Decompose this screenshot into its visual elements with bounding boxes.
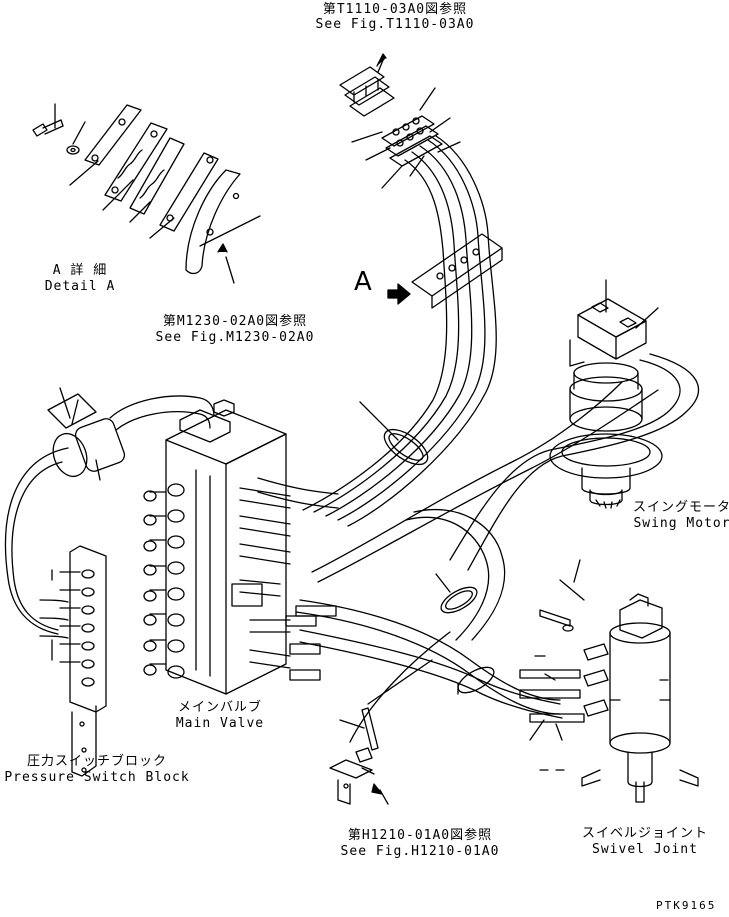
swivel-joint-en: Swivel Joint (592, 842, 698, 857)
upper-hose-bundle (302, 135, 497, 527)
top-ref-en: See Fig.T1110-03A0 (315, 17, 475, 32)
view-a-marker: A (354, 267, 372, 297)
mid-ref-jp: 第M1230-02A0図参照 (162, 314, 308, 329)
bottom-ref-jp: 第H1210-01A0図参照 (347, 828, 493, 843)
swivel-joint-drawing (519, 559, 699, 803)
bottom-sensor-drawing (329, 631, 451, 805)
main-valve-en: Main Valve (175, 716, 265, 731)
drawing-code: PTK9165 (656, 899, 717, 912)
swing-motor-en: Swing Motor (633, 516, 729, 531)
swing-hoses (295, 353, 700, 719)
left-hose-loop (4, 387, 215, 635)
swing-motor-drawing (549, 279, 663, 509)
main-valve-jp: メインバルブ (177, 700, 262, 715)
detail-a-exploded (32, 103, 261, 284)
detail-a-en: Detail A (44, 279, 116, 294)
pressure-switch-block-jp: 圧力スイッチブロック (26, 754, 167, 769)
mid-ref-en: See Fig.M1230-02A0 (155, 330, 315, 345)
pressure-switch-block-en: Pressure Switch Block (4, 770, 190, 785)
swing-motor-jp: スイングモータ (632, 500, 729, 515)
swivel-joint-jp: スイベルジョイント (581, 826, 708, 841)
top-ref-jp: 第T1110-03A0図参照 (322, 2, 468, 17)
bottom-ref-en: See Fig.H1210-01A0 (340, 844, 500, 859)
pressure-switch-block-drawing (39, 545, 107, 777)
top-connector-assembly (339, 53, 461, 189)
detail-a-jp: A 詳 細 (52, 263, 108, 278)
view-a-bracket (387, 233, 503, 309)
main-valve-drawing (143, 399, 339, 695)
